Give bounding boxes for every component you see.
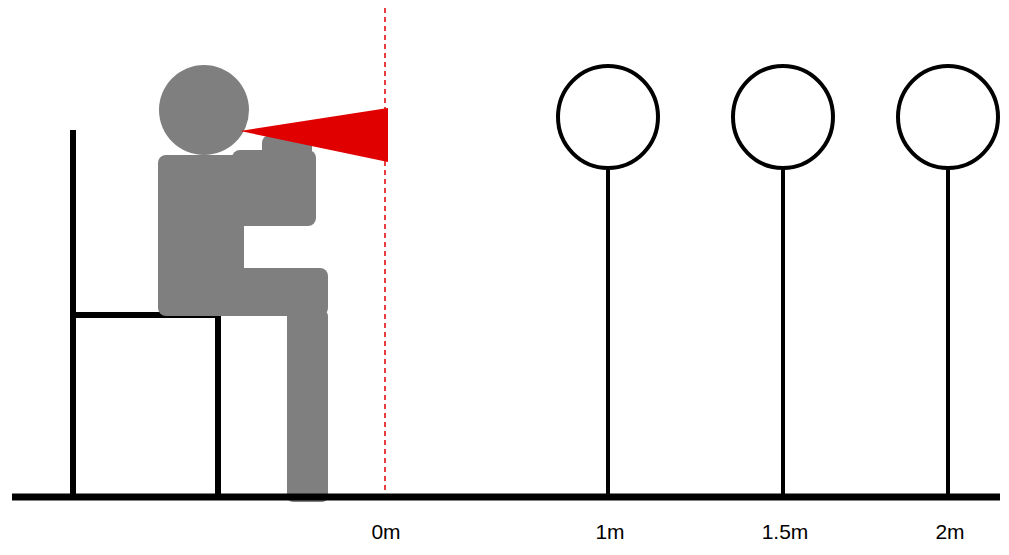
targets bbox=[558, 66, 998, 497]
distance-label: 1m bbox=[595, 520, 624, 544]
reference-line bbox=[384, 8, 386, 497]
emission-cone bbox=[240, 108, 388, 162]
distance-label: 0m bbox=[371, 520, 400, 544]
ground-line bbox=[12, 494, 1000, 501]
distance-label: 2m bbox=[935, 520, 964, 544]
distance-label: 1.5m bbox=[762, 520, 809, 544]
